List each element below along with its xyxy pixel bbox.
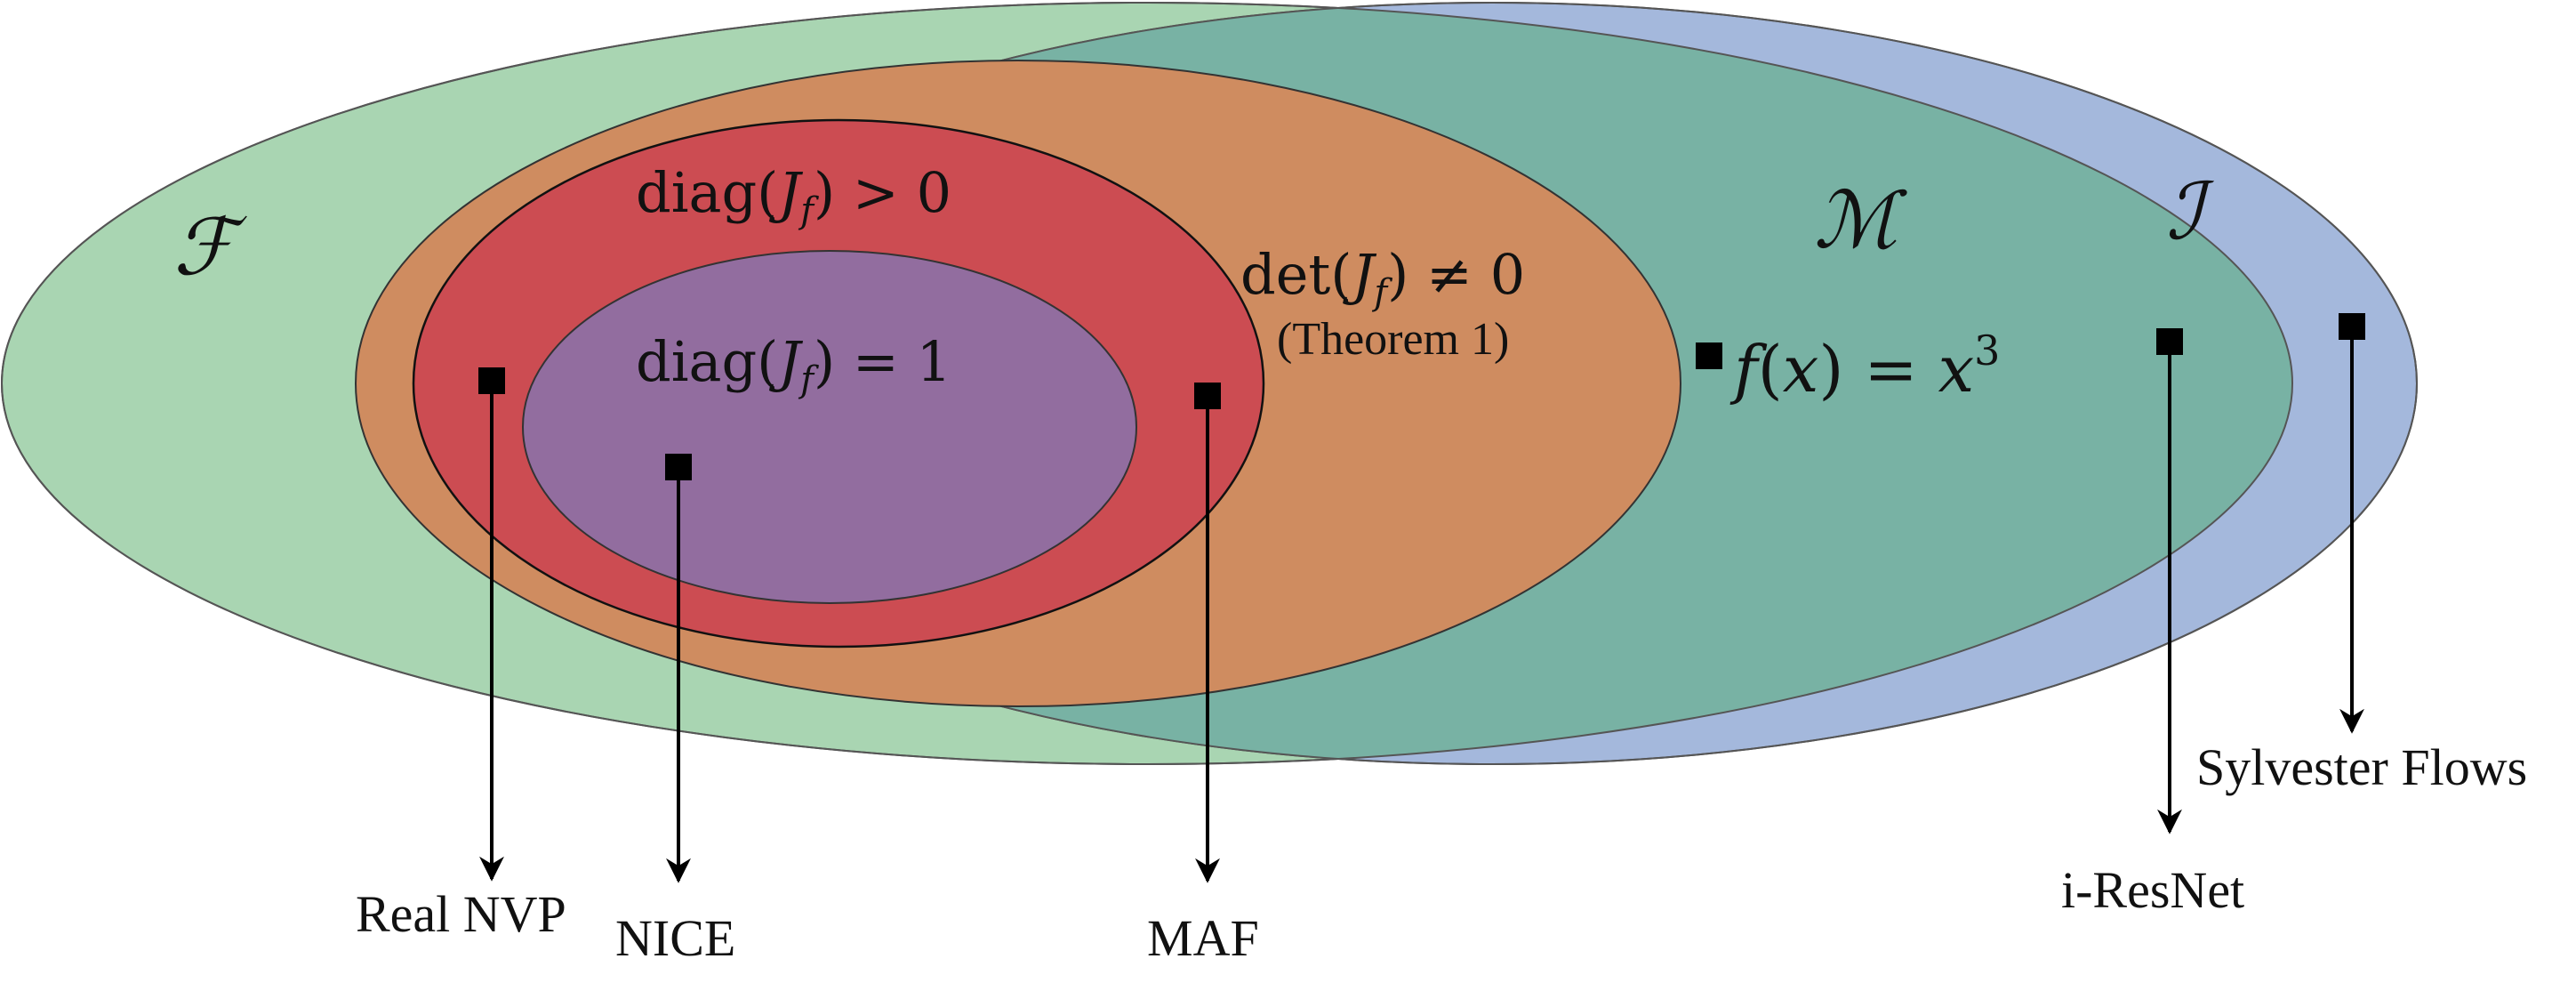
sylvester-pointer bbox=[2339, 313, 2365, 734]
maf-pointer bbox=[1194, 383, 1221, 883]
example-function-label: f(x) = x3 bbox=[1729, 326, 2000, 407]
set-m-label: ℳ bbox=[1814, 174, 1907, 266]
sylvester-label: Sylvester Flows bbox=[2196, 738, 2527, 796]
set-f-outline bbox=[1, 2, 2293, 765]
sylvester-marker bbox=[2339, 313, 2365, 340]
diag-one-label: diag(Jf) = 1 bbox=[636, 329, 951, 400]
real-nvp-pointer bbox=[478, 367, 505, 882]
set-diag-one-region bbox=[522, 250, 1137, 604]
det-note: (Theorem 1) bbox=[1277, 314, 1509, 365]
nice-pointer bbox=[665, 454, 692, 883]
maf-label: MAF bbox=[1147, 909, 1259, 967]
real-nvp-marker bbox=[478, 367, 505, 394]
det-label: det(Jf) ≠ 0 bbox=[1240, 242, 1525, 313]
nice-label: NICE bbox=[615, 909, 735, 967]
iresnet-marker bbox=[2156, 328, 2183, 355]
maf-marker bbox=[1194, 383, 1221, 409]
set-f-label: ℱ bbox=[173, 201, 247, 293]
nice-marker bbox=[665, 454, 692, 480]
iresnet-pointer bbox=[2156, 328, 2183, 834]
diag-pos-label: diag(Jf) > 0 bbox=[636, 160, 951, 231]
iresnet-label: i-ResNet bbox=[2061, 861, 2244, 919]
example-point-marker bbox=[1696, 342, 1722, 369]
real-nvp-label: Real NVP bbox=[356, 885, 566, 943]
